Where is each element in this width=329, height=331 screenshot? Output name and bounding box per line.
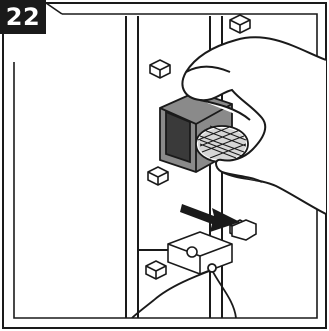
knurled-knob	[196, 126, 248, 162]
step-number-badge: 22	[0, 0, 46, 34]
